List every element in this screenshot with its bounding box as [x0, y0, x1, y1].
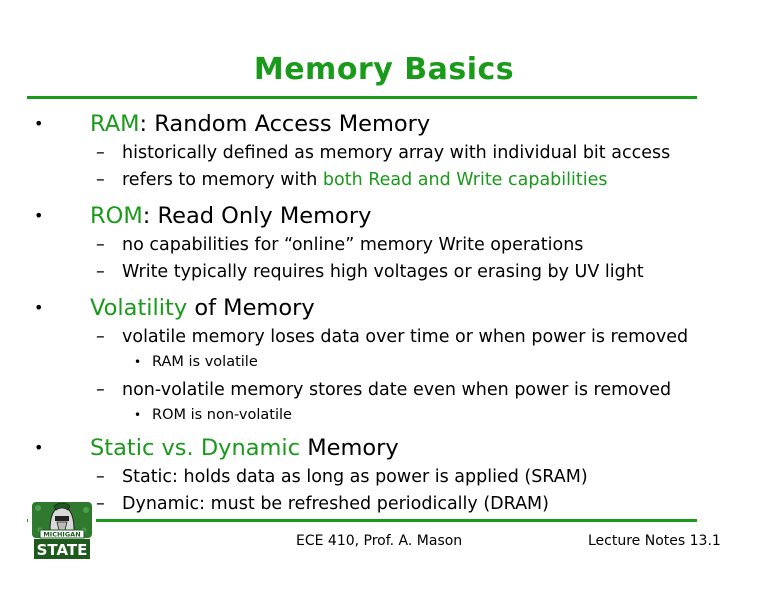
sub-bullet-text: Write typically requires high voltages o…	[122, 262, 644, 282]
logo-text-bottom: STATE	[37, 541, 88, 559]
dash-icon: –	[96, 143, 105, 163]
sub-bullet-text: historically defined as memory array wit…	[122, 143, 671, 163]
bullet-text: : Random Access Memory	[139, 111, 431, 137]
sub-bullet-highlight: both Read and Write capabilities	[322, 170, 608, 190]
footer-divider	[27, 519, 697, 522]
footer-lecture: Lecture Notes 13.1	[588, 533, 721, 549]
bullet-text: Memory	[300, 435, 399, 461]
bullet-rom: • ROM: Read Only Memory	[34, 200, 754, 232]
bullet-term: Static vs. Dynamic	[90, 435, 301, 461]
sub-bullet: – no capabilities for “online” memory Wr…	[34, 232, 754, 259]
sub-bullet-text: Dynamic: must be refreshed periodically …	[122, 494, 549, 514]
sub-sub-bullet: • RAM is volatile	[34, 351, 754, 373]
bullet-term: RAM	[90, 111, 140, 137]
dash-icon: –	[96, 327, 105, 347]
slide-title: Memory Basics	[253, 52, 515, 87]
sub-bullet: – historically defined as memory array w…	[34, 140, 754, 167]
dash-icon: –	[96, 467, 105, 487]
bullet-text: : Read Only Memory	[142, 203, 372, 229]
sub-bullet-text: Static: holds data as long as power is a…	[122, 467, 588, 487]
logo-text-top: MICHIGAN	[43, 531, 80, 539]
bullet-dot-icon: •	[134, 355, 142, 369]
dash-icon: –	[96, 235, 105, 255]
bullet-volatility: • Volatility of Memory	[34, 292, 754, 324]
bullet-dot-icon: •	[34, 206, 44, 225]
sub-bullet: – Static: holds data as long as power is…	[34, 464, 754, 491]
bullet-term: Volatility	[90, 295, 188, 321]
sub-bullet: – volatile memory loses data over time o…	[34, 324, 754, 351]
bullet-text: of Memory	[187, 295, 315, 321]
msu-spartan-logo: MICHIGAN STATE	[28, 500, 96, 560]
sub-bullet: – Write typically requires high voltages…	[34, 259, 754, 286]
bullet-ram: • RAM: Random Access Memory	[34, 108, 754, 140]
sub-bullet-text: no capabilities for “online” memory Writ…	[122, 235, 584, 255]
bullet-dot-icon: •	[134, 408, 142, 422]
sub-sub-bullet: • ROM is non-volatile	[34, 404, 754, 426]
bullet-term: ROM	[90, 203, 143, 229]
sub-bullet-text: volatile memory loses data over time or …	[122, 327, 689, 347]
sub-bullet-text: non-volatile memory stores date even whe…	[122, 380, 672, 400]
sub-bullet: – refers to memory with both Read and Wr…	[34, 167, 754, 194]
bullet-static-dynamic: • Static vs. Dynamic Memory	[34, 432, 754, 464]
bullet-dot-icon: •	[34, 298, 44, 317]
sub-bullet-text: refers to memory with	[122, 170, 323, 190]
title-divider	[27, 96, 697, 99]
footer-course: ECE 410, Prof. A. Mason	[296, 533, 463, 549]
sub-sub-bullet-text: ROM is non-volatile	[152, 407, 292, 423]
sub-bullet: – non-volatile memory stores date even w…	[34, 377, 754, 404]
dash-icon: –	[96, 262, 105, 282]
bullet-dot-icon: •	[34, 114, 44, 133]
dash-icon: –	[96, 170, 105, 190]
sub-sub-bullet-text: RAM is volatile	[152, 354, 258, 370]
dash-icon: –	[96, 494, 105, 514]
bullet-list: • RAM: Random Access Memory – historical…	[34, 108, 754, 518]
sub-bullet: – Dynamic: must be refreshed periodicall…	[34, 491, 754, 518]
dash-icon: –	[96, 380, 105, 400]
bullet-dot-icon: •	[34, 438, 44, 457]
